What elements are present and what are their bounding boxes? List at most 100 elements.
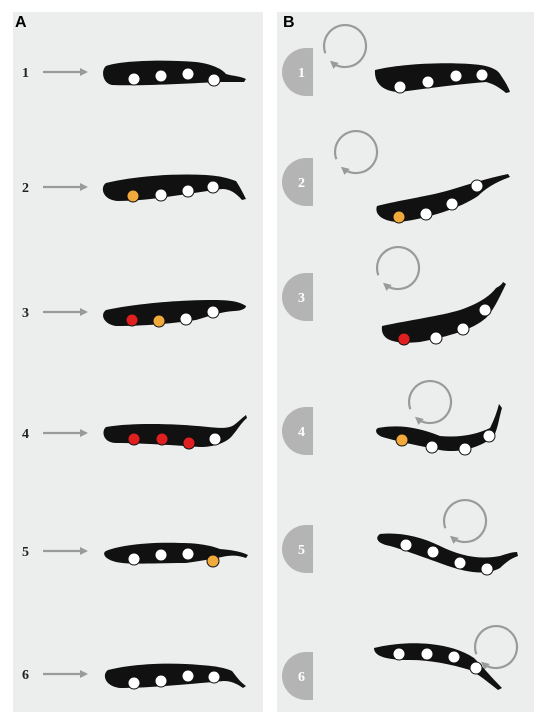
panel-a-row-2-dot-3 bbox=[181, 184, 195, 198]
panel-b-row-label: 6 bbox=[298, 670, 305, 685]
animal-body bbox=[102, 174, 246, 201]
panel-b-row-6-dot-4 bbox=[469, 661, 483, 675]
panel-b-rows: 1 2 3 4 5 6 bbox=[282, 23, 519, 700]
panel-a-row-6-dot-4 bbox=[207, 670, 221, 684]
panel-a-row-label: 4 bbox=[22, 427, 29, 442]
panel-b-row-6-dot-1 bbox=[392, 647, 406, 661]
panel-b bbox=[277, 12, 534, 712]
stage-marker bbox=[282, 407, 313, 455]
panel-b-row-label: 1 bbox=[298, 66, 305, 81]
rotation-arrow bbox=[407, 379, 453, 426]
animal-body bbox=[374, 63, 510, 93]
panel-b-row-4-dot-1 bbox=[395, 433, 409, 447]
animal-body bbox=[374, 643, 502, 690]
panel-b-row-2-dot-4 bbox=[470, 179, 484, 193]
panel-b-row-3-dot-3 bbox=[456, 322, 470, 336]
panel-b-row-2-dot-1 bbox=[392, 210, 406, 224]
panel-a-row-4-dot-4 bbox=[208, 432, 222, 446]
panel-b-row-6-dot-3 bbox=[447, 650, 461, 664]
animal-body bbox=[103, 300, 246, 326]
panel-a-row-label: 6 bbox=[22, 668, 29, 683]
panel-b-row-3-dot-2 bbox=[429, 331, 443, 345]
animal-body bbox=[104, 542, 248, 564]
stage-marker bbox=[282, 652, 313, 700]
rotation-arrow bbox=[473, 624, 519, 671]
panel-a-row-6-dot-2 bbox=[154, 674, 168, 688]
panel-a-row-4-dot-2 bbox=[155, 432, 169, 446]
panel-b-row-5-dot-4 bbox=[480, 562, 494, 576]
panel-b-row-3-dot-1 bbox=[397, 332, 411, 346]
panel-a-row-1-dot-1 bbox=[127, 72, 141, 86]
panel-a-row-3-dot-4 bbox=[206, 305, 220, 319]
panel-b-row-5-dot-2 bbox=[426, 545, 440, 559]
panel-a-row-1-dot-2 bbox=[154, 69, 168, 83]
animal-body bbox=[103, 60, 246, 86]
panel-b-row-1: 1 bbox=[282, 23, 510, 96]
rotation-arrow bbox=[333, 129, 379, 176]
panel-a-row-2-dot-4 bbox=[206, 180, 220, 194]
panel-a-row-4: 4 bbox=[22, 415, 247, 450]
panel-b-letter: B bbox=[283, 14, 295, 31]
panel-a-row-5: 5 bbox=[22, 542, 248, 568]
panel-a bbox=[13, 12, 263, 712]
rotation-arrow bbox=[375, 245, 421, 292]
panel-b-row-3: 3 bbox=[282, 245, 506, 346]
panel-b-row-4-dot-2 bbox=[425, 440, 439, 454]
panel-b-row-4-dot-4 bbox=[482, 429, 496, 443]
panel-b-row-5-dot-3 bbox=[453, 556, 467, 570]
panel-b-row-2-dot-3 bbox=[445, 197, 459, 211]
panel-b-row-6: 6 bbox=[282, 624, 519, 700]
panel-b-row-3-dot-4 bbox=[478, 303, 492, 317]
panel-a-rows: 1 2 3 4 5 6 bbox=[22, 60, 248, 690]
panel-b-row-5-dot-1 bbox=[399, 538, 413, 552]
panel-b-row-label: 4 bbox=[298, 425, 305, 440]
stage-marker bbox=[282, 48, 313, 96]
panel-a-row-label: 2 bbox=[22, 181, 29, 196]
panel-a-row-5-dot-1 bbox=[127, 552, 141, 566]
animal-body bbox=[376, 404, 502, 452]
panel-a-row-4-dot-3 bbox=[182, 436, 196, 450]
panel-b-row-1-dot-4 bbox=[475, 68, 489, 82]
panel-b-row-5: 5 bbox=[282, 498, 518, 576]
stage-marker bbox=[282, 525, 313, 573]
panel-a-row-6-dot-1 bbox=[127, 676, 141, 690]
rotation-arrow bbox=[442, 498, 488, 545]
panel-a-row-2: 2 bbox=[22, 174, 246, 203]
panel-a-row-2-dot-2 bbox=[154, 188, 168, 202]
panel-a-row-5-dot-2 bbox=[154, 548, 168, 562]
animal-body bbox=[103, 415, 247, 447]
panel-a-row-1: 1 bbox=[22, 60, 246, 87]
panel-b-row-1-dot-3 bbox=[449, 69, 463, 83]
panel-a-row-1-dot-3 bbox=[181, 67, 195, 81]
panel-b-row-4-dot-3 bbox=[458, 442, 472, 456]
panel-a-row-5-dot-3 bbox=[181, 547, 195, 561]
panel-a-row-label: 3 bbox=[22, 306, 29, 321]
panel-a-row-3-dot-3 bbox=[179, 312, 193, 326]
panel-a-row-5-dot-4 bbox=[206, 554, 220, 568]
panel-a-row-6-dot-3 bbox=[181, 669, 195, 683]
panel-a-row-label: 1 bbox=[22, 66, 29, 81]
panel-b-row-2: 2 bbox=[282, 129, 510, 224]
panel-b-row-1-dot-2 bbox=[421, 75, 435, 89]
panel-b-row-2-dot-2 bbox=[419, 207, 433, 221]
panel-b-row-6-dot-2 bbox=[420, 647, 434, 661]
panel-a-row-1-dot-4 bbox=[207, 73, 221, 87]
rotation-arrow bbox=[322, 23, 368, 70]
panel-b-row-label: 5 bbox=[298, 543, 305, 558]
panel-a-row-3-dot-1 bbox=[125, 313, 139, 327]
panel-b-row-label: 2 bbox=[298, 176, 305, 191]
stage-marker bbox=[282, 158, 313, 206]
stage-marker bbox=[282, 273, 313, 321]
animal-body bbox=[377, 533, 518, 573]
panel-a-row-4-dot-1 bbox=[127, 432, 141, 446]
panel-a-row-3-dot-2 bbox=[152, 314, 166, 328]
panel-a-row-label: 5 bbox=[22, 545, 29, 560]
panel-a-row-2-dot-1 bbox=[126, 189, 140, 203]
panel-b-row-1-dot-1 bbox=[393, 80, 407, 94]
panel-b-row-4: 4 bbox=[282, 379, 502, 456]
panel-a-row-6: 6 bbox=[22, 663, 246, 690]
animal-body bbox=[104, 663, 246, 688]
panel-a-row-3: 3 bbox=[22, 300, 246, 328]
panel-a-letter: A bbox=[15, 14, 27, 31]
